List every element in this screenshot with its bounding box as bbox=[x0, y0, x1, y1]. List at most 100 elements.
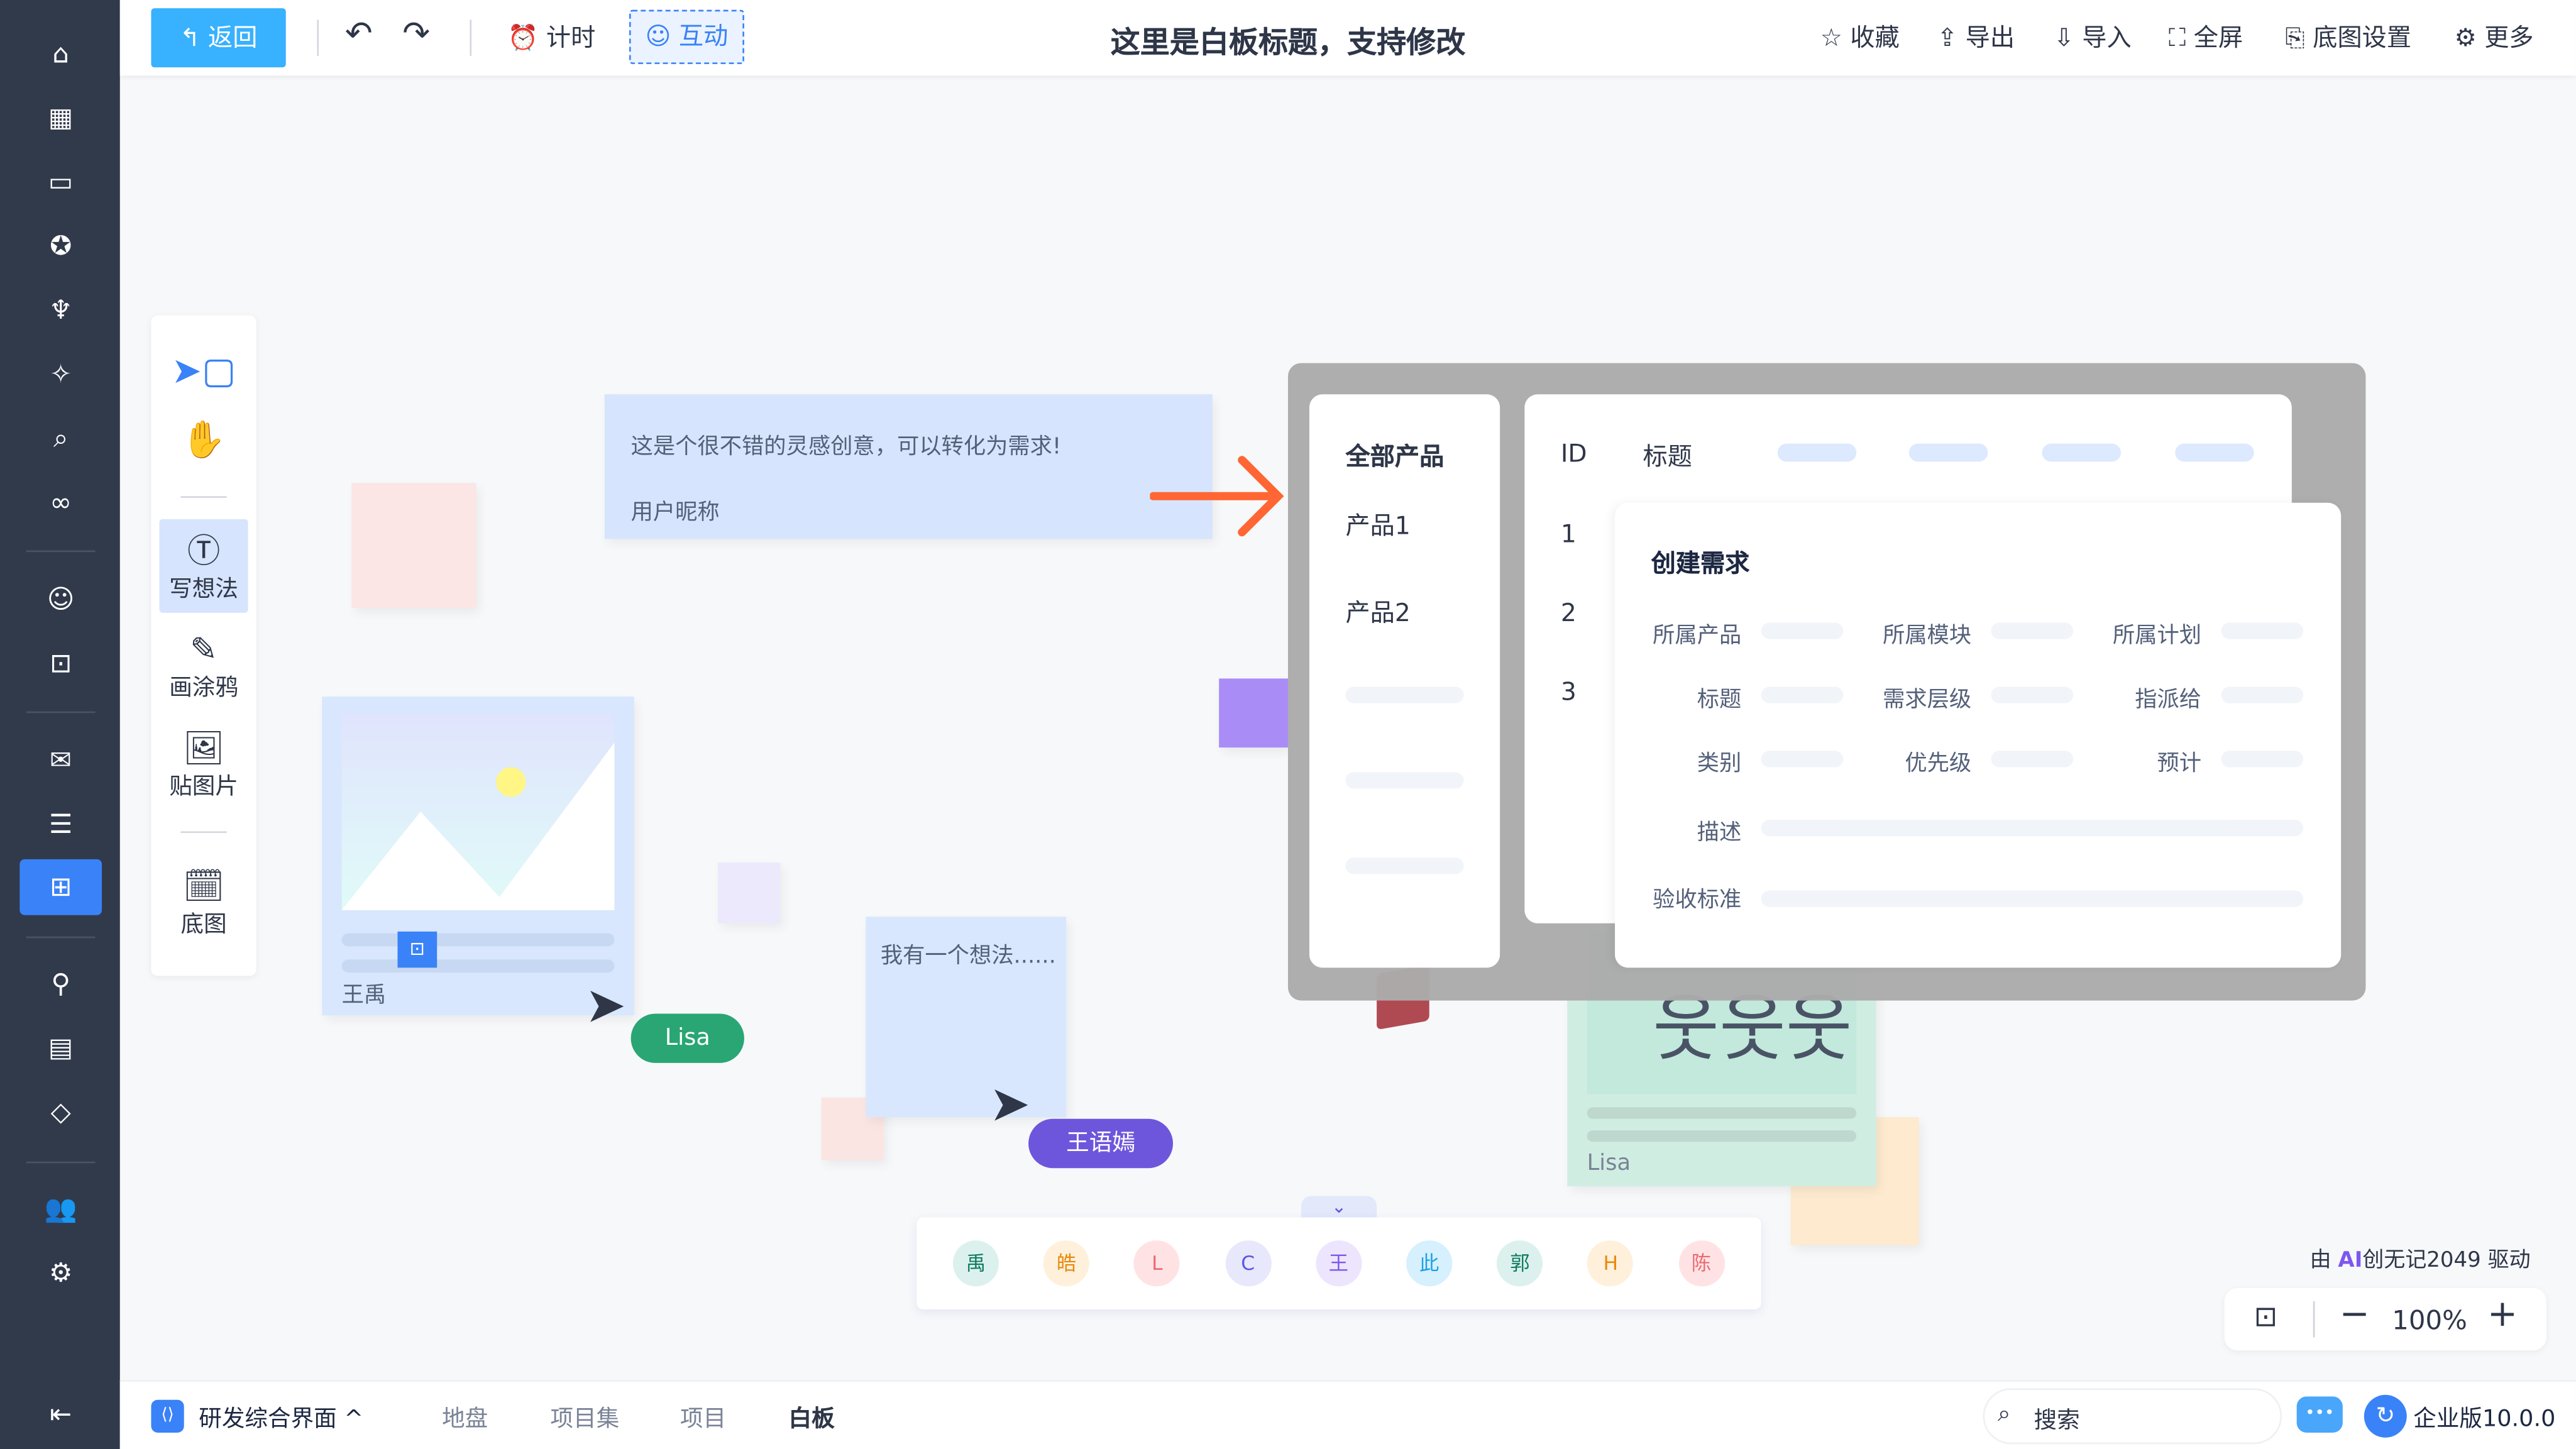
product-list: 全部产品 产品1 产品2 bbox=[1309, 394, 1500, 968]
form-field[interactable] bbox=[1761, 751, 1844, 768]
whiteboard-badge-icon: ⊡ bbox=[397, 931, 438, 968]
ai-logo-icon: AI bbox=[2338, 1248, 2363, 1274]
bottom-bar: ⟨⟩ 研发综合界面 ^ 地盘 项目集 项目 白板 ⌕ 搜索 ••• ↻ 企业版1… bbox=[119, 1380, 2576, 1449]
divider bbox=[26, 1161, 96, 1164]
form-field[interactable] bbox=[1761, 686, 1844, 703]
image-card[interactable]: ⊡ 王禹 bbox=[322, 697, 634, 1016]
divider bbox=[180, 831, 227, 834]
train-icon[interactable]: ▭ bbox=[48, 165, 74, 197]
undo-button[interactable]: ↶ bbox=[344, 13, 373, 53]
search-icon: ⌕ bbox=[1998, 1401, 2011, 1428]
table-row[interactable]: 2 bbox=[1560, 598, 1577, 628]
collapse-icon[interactable]: ⇤ bbox=[50, 1398, 72, 1430]
form-field[interactable] bbox=[2221, 751, 2304, 768]
calendar-add-icon: 🗓 bbox=[182, 866, 225, 906]
interact-button[interactable]: ☺ 互动 bbox=[629, 9, 744, 64]
product-item[interactable]: 产品2 bbox=[1345, 598, 1411, 628]
form-field[interactable] bbox=[2221, 622, 2304, 639]
zoom-level: 100% bbox=[2392, 1304, 2467, 1336]
redo-button[interactable]: ↷ bbox=[402, 13, 431, 53]
home-icon[interactable]: ⌂ bbox=[52, 38, 69, 69]
toolbar-5-button[interactable]: ⚙ 更多 bbox=[2454, 23, 2534, 53]
smile-icon: ☺ bbox=[645, 21, 671, 52]
sparkle-icon[interactable]: ✧ bbox=[50, 358, 72, 390]
create-requirement-form: 创建需求 描述 验收标准 所属产品所属模块所属计划标题需求层级指派给类别优先级预… bbox=[1615, 502, 2342, 968]
form-field[interactable] bbox=[2221, 686, 2304, 703]
sticky-note-purple[interactable] bbox=[1219, 678, 1288, 748]
toolbar-icon: ☆ bbox=[1820, 23, 1842, 53]
form-field[interactable] bbox=[1991, 751, 2074, 768]
sticky-note-pink[interactable] bbox=[351, 483, 476, 608]
timer-button[interactable]: ⏰ 计时 bbox=[507, 23, 596, 53]
breadcrumb-item[interactable]: 项目集 bbox=[550, 1406, 620, 1433]
accept-field[interactable] bbox=[1761, 890, 2304, 907]
inbox-icon[interactable]: ✉ bbox=[50, 744, 72, 776]
workspace-switcher[interactable]: 研发综合界面 ^ bbox=[199, 1406, 364, 1433]
toolbar-icon: ⛶ bbox=[2168, 23, 2186, 53]
powered-by: 由 AI创无记2049 驱动 bbox=[2309, 1248, 2531, 1274]
participant-avatar[interactable]: 此 bbox=[1406, 1240, 1453, 1287]
image-tool[interactable]: 🖼贴图片 bbox=[160, 726, 248, 802]
zoom-out-button[interactable]: − bbox=[2339, 1294, 2370, 1336]
sticky-note-lavender[interactable] bbox=[718, 862, 781, 923]
idea-note-2[interactable]: 我有一个想法...... bbox=[866, 917, 1067, 1118]
participant-avatar[interactable]: H bbox=[1587, 1240, 1634, 1287]
zoom-control: ⊡ − 100% + bbox=[2224, 1287, 2546, 1351]
gear-icon[interactable]: ⚙ bbox=[48, 1257, 73, 1288]
search-input[interactable]: ⌕ 搜索 bbox=[1983, 1388, 2282, 1445]
grid-icon[interactable]: ▦ bbox=[48, 102, 74, 133]
participant-avatar[interactable]: 禹 bbox=[952, 1240, 999, 1287]
idea-note[interactable]: 这是个很不错的灵感创意，可以转化为需求! 用户昵称 bbox=[604, 394, 1213, 539]
infinity-icon[interactable]: ∞ bbox=[50, 486, 72, 518]
form-field[interactable] bbox=[1761, 622, 1844, 639]
back-button[interactable]: ↰ 返回 bbox=[151, 8, 286, 68]
toolbar-1-button[interactable]: ⇪ 导出 bbox=[1937, 23, 2015, 53]
ai-chat-icon[interactable]: ••• bbox=[2296, 1396, 2343, 1433]
product-item[interactable]: 产品1 bbox=[1345, 510, 1411, 541]
divider bbox=[26, 711, 96, 713]
participant-avatar[interactable]: 皓 bbox=[1043, 1240, 1090, 1287]
users-icon[interactable]: 👥 bbox=[44, 1193, 77, 1225]
table-row[interactable]: 3 bbox=[1560, 676, 1577, 707]
collapse-avatars-button[interactable]: ⌄ bbox=[1301, 1196, 1377, 1220]
whiteboard-icon[interactable]: ⊞ bbox=[19, 859, 102, 915]
base-map-tool[interactable]: 🗓底图 bbox=[160, 864, 248, 940]
participant-avatar[interactable]: L bbox=[1134, 1240, 1181, 1287]
search-icon[interactable]: ⌕ bbox=[53, 422, 69, 454]
robot-icon[interactable]: ☺ bbox=[47, 583, 75, 615]
table-row[interactable]: 1 bbox=[1560, 519, 1577, 549]
participant-avatar[interactable]: 陈 bbox=[1678, 1240, 1725, 1287]
divider bbox=[317, 19, 319, 56]
layers-icon[interactable]: ☰ bbox=[48, 808, 73, 840]
select-tool-icon[interactable]: ➤▢ bbox=[171, 351, 236, 393]
rocket-icon[interactable]: ♆ bbox=[48, 294, 73, 326]
desc-field[interactable] bbox=[1761, 820, 2304, 837]
breadcrumb-item[interactable]: 项目 bbox=[680, 1406, 727, 1433]
alarm-icon: ⏰ bbox=[507, 23, 539, 53]
breadcrumb-item[interactable]: 地盘 bbox=[442, 1406, 488, 1433]
participant-avatar[interactable]: 王 bbox=[1315, 1240, 1362, 1287]
breadcrumb-item-current[interactable]: 白板 bbox=[788, 1406, 835, 1433]
form-field[interactable] bbox=[1991, 686, 2074, 703]
participant-avatar[interactable]: C bbox=[1225, 1240, 1271, 1287]
toolbar-icon: ⇪ bbox=[1937, 23, 1958, 53]
toolbar-4-button[interactable]: ⎘ 底图设置 bbox=[2285, 23, 2412, 53]
toolbar-2-button[interactable]: ⇩ 导入 bbox=[2053, 23, 2132, 53]
flow-icon[interactable]: ⚲ bbox=[51, 967, 71, 1000]
participant-avatar[interactable]: 郭 bbox=[1497, 1240, 1543, 1287]
fit-screen-icon[interactable]: ⊡ bbox=[2254, 1301, 2277, 1335]
form-field[interactable] bbox=[1991, 622, 2074, 639]
bulb-icon[interactable]: ✪ bbox=[50, 229, 72, 262]
divider bbox=[26, 936, 96, 939]
diamond-icon[interactable]: ◇ bbox=[50, 1096, 71, 1127]
zoom-in-button[interactable]: + bbox=[2487, 1294, 2518, 1336]
toolbar-0-button[interactable]: ☆ 收藏 bbox=[1820, 23, 1900, 53]
toolbar-3-button[interactable]: ⛶ 全屏 bbox=[2168, 23, 2243, 53]
document-icon[interactable]: ▤ bbox=[48, 1032, 74, 1063]
cursor-icon: ➤ bbox=[585, 978, 627, 1035]
draw-tool[interactable]: ✎画涂鸦 bbox=[160, 627, 248, 703]
hand-tool-icon[interactable]: ✋ bbox=[181, 421, 226, 462]
presentation-icon[interactable]: ⊡ bbox=[50, 647, 72, 679]
